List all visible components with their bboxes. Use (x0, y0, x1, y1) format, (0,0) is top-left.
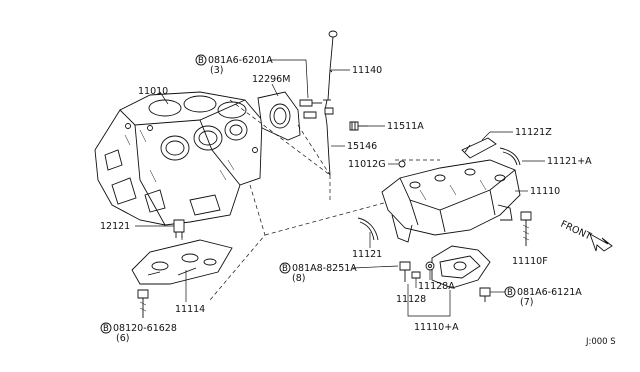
callout-081a8-8251a-qty: (8) (292, 273, 305, 284)
stiffener-plate[interactable] (131, 239, 233, 285)
bracket-11121a[interactable] (499, 147, 521, 166)
bolt-08120[interactable] (137, 289, 149, 318)
plug-11012g[interactable] (398, 160, 406, 168)
callout-081a6-6121a: 081A6-6121A (517, 287, 582, 298)
callout-11110a: 11110+A (414, 322, 459, 333)
dipstick-guide[interactable] (323, 99, 334, 176)
callout-081a6-6121a-qty: (7) (520, 297, 533, 308)
callout-11121z: 11121Z (515, 127, 552, 138)
callout-081a6-6201a: 081A6-6201A (208, 55, 273, 66)
callout-11012g: 11012G (348, 159, 386, 170)
retainer-bolt[interactable] (299, 99, 322, 119)
cylinder-block[interactable] (94, 91, 263, 226)
bolt-b-marker-icon (504, 286, 516, 298)
callout-12121: 12121 (100, 221, 130, 232)
callout-11511a: 11511A (387, 121, 424, 132)
svg-text:B: B (282, 264, 288, 274)
svg-text:B: B (507, 288, 513, 298)
callout-11121a: 11121+A (547, 156, 592, 167)
svg-text:B: B (198, 56, 204, 66)
callout-11128a: 11128A (418, 281, 455, 292)
callout-08120-61628-qty: (6) (116, 333, 129, 344)
bolt-081a6-6121a[interactable] (479, 287, 491, 302)
callout-11128: 11128 (396, 294, 426, 305)
washer-11128a[interactable] (425, 261, 435, 271)
bolt-b-marker-icon (279, 262, 291, 274)
callout-15146: 15146 (347, 141, 377, 152)
bracket-11121[interactable] (357, 217, 379, 241)
svg-text:B: B (103, 324, 109, 334)
diagram-code: J:000 S (585, 337, 616, 347)
bolt-11128[interactable] (411, 271, 421, 279)
bracket-leader (407, 284, 451, 317)
oil-pan-upper[interactable] (381, 159, 521, 243)
callout-12296m: 12296M (252, 74, 290, 85)
oil-dipstick[interactable] (327, 30, 338, 101)
callout-081a6-6201a-qty: (3) (210, 65, 223, 76)
front-arrow-icon (589, 233, 613, 252)
callout-11140: 11140 (352, 65, 382, 76)
callout-11110: 11110 (530, 186, 560, 197)
sensor-12121[interactable] (173, 219, 185, 238)
callout-11121: 11121 (352, 249, 382, 260)
guide-bolt[interactable] (349, 121, 368, 131)
bracket-11121z[interactable] (461, 137, 497, 159)
front-label: FRONT (559, 219, 593, 243)
callout-11114: 11114 (175, 304, 205, 315)
callout-11110f: 11110F (512, 256, 548, 267)
bolt-b-marker-icon (195, 54, 207, 66)
bolt-11110f[interactable] (520, 211, 532, 246)
bolt-081a8[interactable] (399, 261, 411, 282)
oil-pan-lower[interactable] (431, 245, 491, 289)
seal-retainer[interactable] (257, 91, 301, 141)
callout-11010: 11010 (138, 86, 168, 97)
callout-08120-61628: 08120-61628 (113, 323, 177, 334)
bolt-b-marker-icon (100, 322, 112, 334)
callout-081a8-8251a: 081A8-8251A (292, 263, 357, 274)
